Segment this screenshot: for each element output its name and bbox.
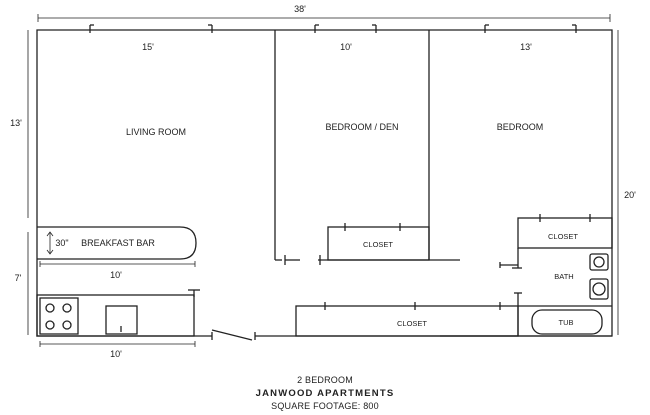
dimension-den-width: 10' [340,42,352,52]
bathtub [531,309,603,335]
property-name: JANWOOD APARTMENTS [255,388,395,399]
label-tub: TUB [559,318,574,327]
dimension-right-depth: 20' [624,190,636,200]
dimension-overall-width: 38' [294,4,306,14]
dimension-kitchen-depth: 7' [15,273,22,283]
breakfast-bar [37,226,197,260]
kitchen-counter [36,294,195,337]
dimension-bar-width: 10' [110,270,122,280]
room-label-bedroom: BEDROOM [497,122,544,132]
dimension-living-depth: 13' [10,118,22,128]
stove [39,297,79,335]
closet-hall [295,305,519,337]
dimension-bedroom-width: 13' [520,42,532,52]
kitchen-sink [105,305,138,335]
label-closet-den: CLOSET [363,240,393,249]
bath-sink [589,253,609,271]
exterior-wall [36,29,613,337]
label-breakfast-bar: BREAKFAST BAR [81,238,155,248]
room-label-bedroom-den: BEDROOM / DEN [325,122,398,132]
dimension-bar-depth: 30" [55,238,68,248]
closet-bedroom [517,217,613,249]
square-footage: SQUARE FOOTAGE: 800 [271,401,379,411]
label-closet-bedroom: CLOSET [548,232,578,241]
closet-den [327,226,430,261]
front-door [211,329,253,341]
dimension-kitchen-width: 10' [110,349,122,359]
room-label-bath: BATH [554,272,573,281]
unit-type: 2 BEDROOM [297,375,353,385]
label-closet-hall: CLOSET [397,319,427,328]
dimension-living-width: 15' [142,42,154,52]
bath-toilet [589,278,609,300]
room-label-living-room: LIVING ROOM [126,127,186,137]
